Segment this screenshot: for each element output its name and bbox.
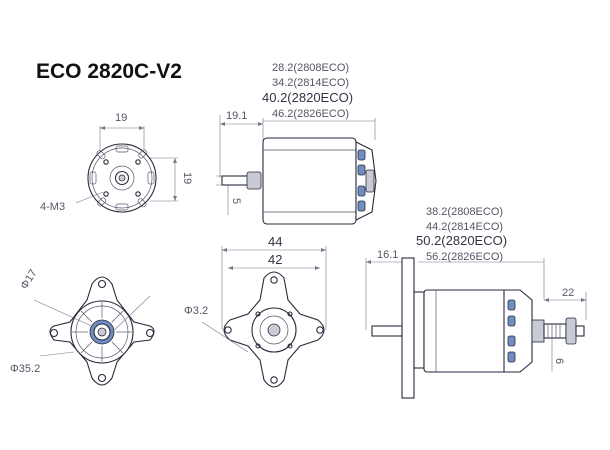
top-side-view: 28.2(2808ECO) 34.2(2814ECO) 40.2(2820ECO… [216, 62, 377, 225]
top-length-2826: 46.2(2826ECO) [272, 108, 349, 120]
top-length-2808: 28.2(2808ECO) [272, 62, 349, 74]
bottom-mount-view: 44 42 Φ3.2 [184, 234, 327, 388]
dia-17: Φ17 [18, 267, 39, 291]
hole-label-4-m3: 4-M3 [40, 201, 65, 213]
dim-outer-44: 44 [268, 234, 282, 249]
bottom-length-2814: 44.2(2814ECO) [426, 221, 503, 233]
dim-mount-16-1: 16.1 [377, 249, 398, 261]
bottom-side-view: 38.2(2808ECO) 44.2(2814ECO) 50.2(2820ECO… [365, 206, 587, 399]
dim-shaft-19-1: 19.1 [226, 110, 247, 122]
drawing-title: ECO 2820C-V2 [36, 60, 182, 83]
hole-dia-3-2: Φ3.2 [184, 305, 208, 317]
top-length-2814: 34.2(2814ECO) [272, 77, 349, 89]
bottom-length-2826: 56.2(2826ECO) [426, 251, 503, 263]
bottom-rear-view: Φ17 Φ35.2 [10, 267, 155, 386]
top-front-view: 19 19 4-M3 [40, 112, 193, 213]
top-length-2820: 40.2(2820ECO) [262, 90, 353, 105]
dim-inner-42: 42 [268, 252, 282, 267]
bottom-length-2808: 38.2(2808ECO) [426, 206, 503, 218]
dim-prop-22: 22 [562, 287, 574, 299]
dim-height-19: 19 [181, 172, 193, 184]
dim-prop-6: 6 [553, 358, 565, 364]
bottom-length-2820: 50.2(2820ECO) [416, 233, 507, 248]
dim-shaft-5: 5 [230, 198, 242, 204]
dia-35-2: Φ35.2 [10, 363, 40, 375]
dim-width-19: 19 [115, 112, 127, 124]
